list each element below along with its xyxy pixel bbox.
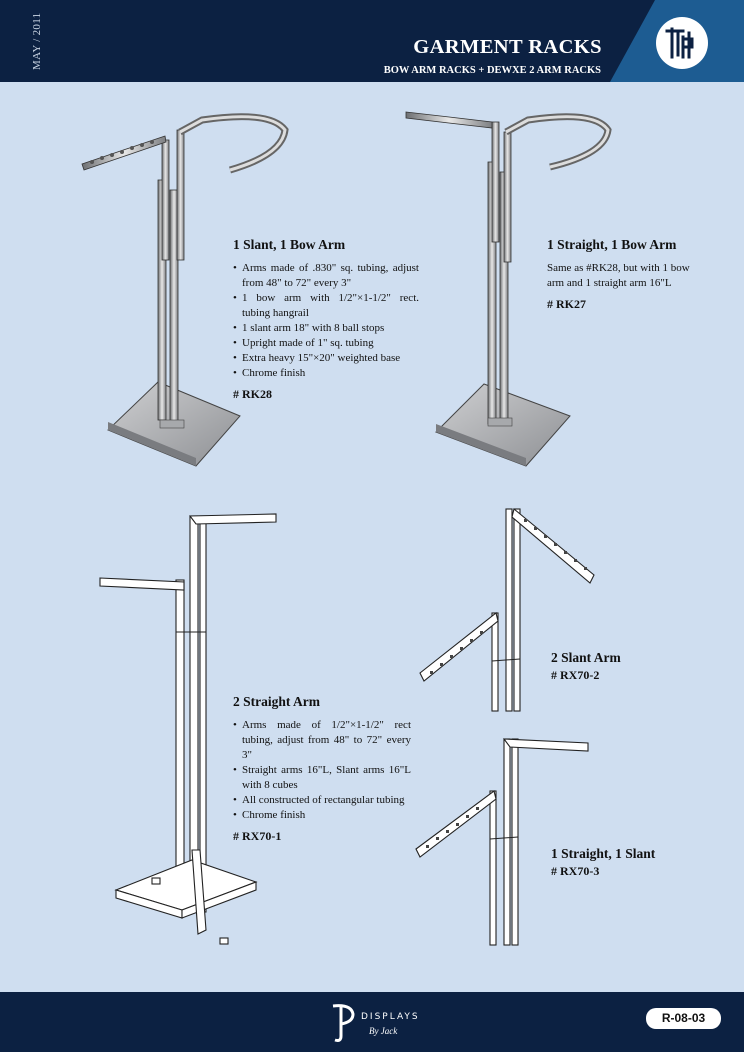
product-rx70-2: 2 Slant Arm # RX70-2 [551,650,691,683]
feature-item: Extra heavy 15"×20" weighted base [233,351,419,366]
feature-item: 1 bow arm with 1/2"×1-1/2" rect. tubing … [233,291,419,321]
brand-name: DISPLAYS [361,1012,420,1022]
side-date: MAY / 2011 [31,12,43,70]
product-description: Same as #RK28, but with 1 bow arm and 1 … [547,262,690,289]
feature-item: Chrome finish [233,808,411,823]
feature-item: Upright made of 1" sq. tubing [233,336,419,351]
brand-logo-icon [332,1004,355,1042]
product-title: 2 Straight Arm [233,694,320,709]
product-rx70-1: 2 Straight Arm Arms made of 1/2"×1-1/2" … [233,694,411,844]
feature-item: Arms made of .830" sq. tubing, adjust fr… [233,261,419,291]
product-title: 2 Slant Arm [551,650,621,665]
rack-rk28-image [81,113,289,467]
feature-item: Chrome finish [233,366,419,381]
product-rk28: 1 Slant, 1 Bow Arm Arms made of .830" sq… [233,237,419,402]
feature-item: Straight arms 16"L, Slant arms 16"L with… [233,763,411,793]
rack-rx70-1-image [99,513,277,945]
product-code: # RX70-1 [233,829,282,843]
footer-bar [0,992,744,1052]
product-code: # RX70-2 [551,668,600,682]
rack-rk27-image [405,111,612,467]
product-code: # RK28 [233,387,272,401]
feature-item: All constructed of rectangular tubing [233,793,411,808]
rack-rx70-3-image [415,738,589,946]
company-logo-icon [656,17,708,69]
feature-item: Arms made of 1/2"×1-1/2" rect tubing, ad… [233,718,411,763]
product-title: 1 Slant, 1 Bow Arm [233,237,346,252]
page-title: GARMENT RACKS [413,36,602,58]
product-code: # RK27 [547,297,586,311]
product-rk27: 1 Straight, 1 Bow Arm Same as #RK28, but… [547,237,693,312]
product-rx70-3: 1 Straight, 1 Slant # RX70-3 [551,846,701,879]
product-title: 1 Straight, 1 Slant [551,846,656,861]
brand-tagline: By Jack [369,1026,398,1036]
feature-list: Arms made of 1/2"×1-1/2" rect tubing, ad… [233,718,411,823]
rack-rx70-2-image [419,508,595,712]
product-code: # RX70-3 [551,864,600,878]
product-title: 1 Straight, 1 Bow Arm [547,237,677,252]
page-code-badge: R-08-03 [646,1008,721,1029]
feature-item: 1 slant arm 18" with 8 ball stops [233,321,419,336]
feature-list: Arms made of .830" sq. tubing, adjust fr… [233,261,419,381]
page-subtitle: BOW ARM RACKS + DEWXE 2 ARM RACKS [383,65,601,76]
